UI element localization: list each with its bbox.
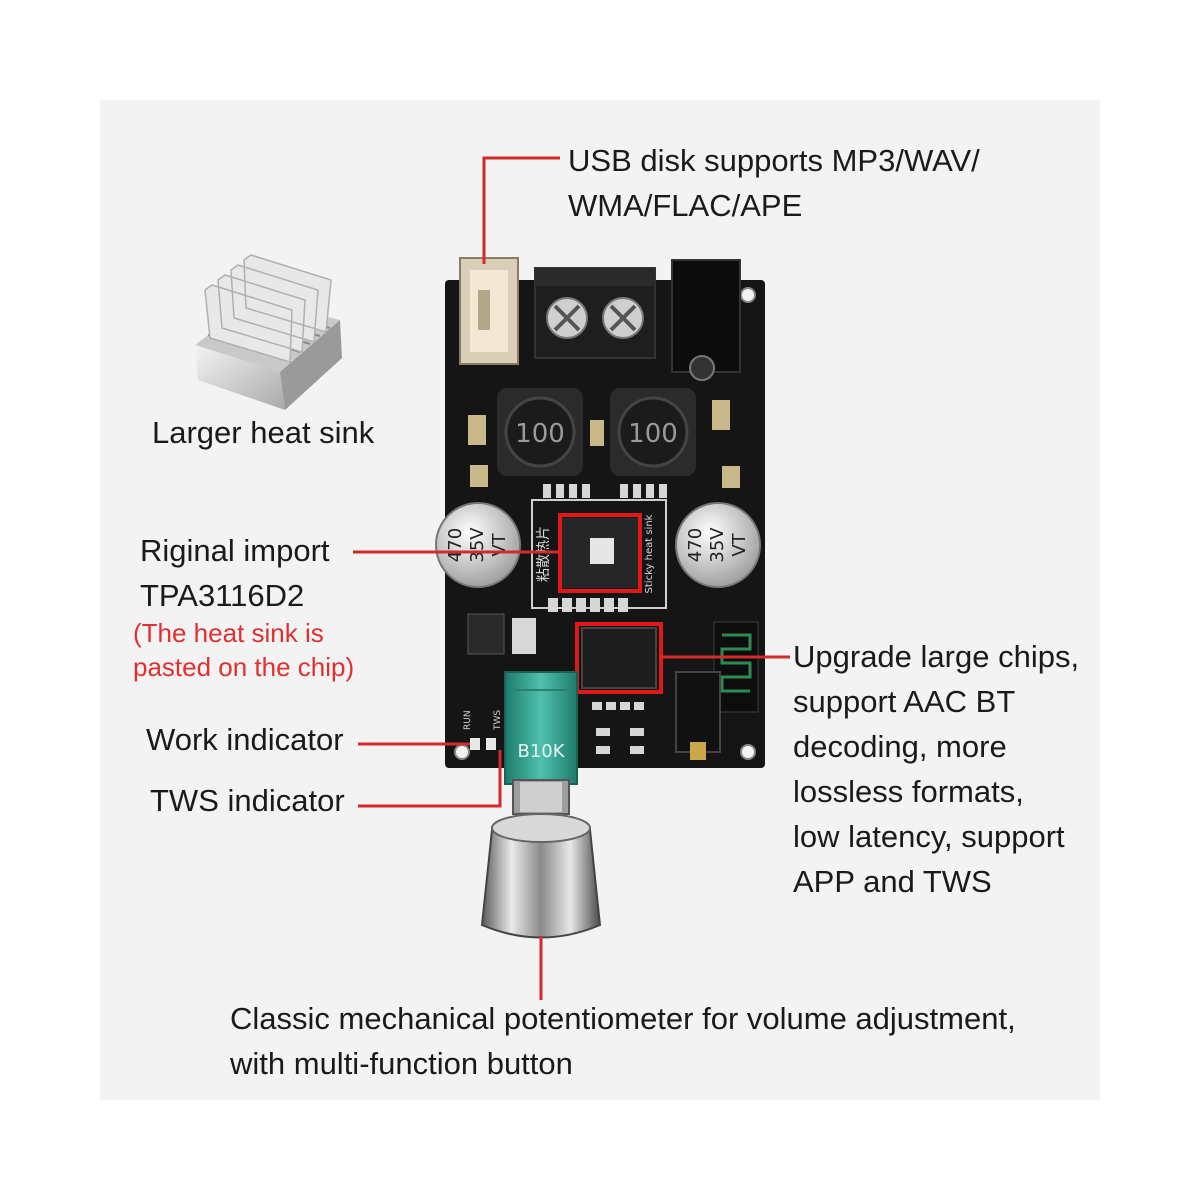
callout-lines	[353, 156, 790, 1000]
amplifier-board: 100 100 470 35V VT	[435, 257, 765, 768]
tws-led	[486, 738, 496, 750]
inductor-left: 100	[497, 388, 583, 476]
usb-port	[459, 257, 519, 365]
svg-text:470: 470	[445, 528, 466, 562]
svg-text:粘散热片: 粘散热片	[536, 526, 552, 582]
potentiometer: B10K	[504, 671, 578, 815]
svg-text:RUN: RUN	[463, 710, 473, 730]
svg-text:VT: VT	[729, 532, 750, 556]
svg-text:100: 100	[515, 419, 565, 449]
volume-knob	[480, 813, 602, 939]
inductor-right: 100	[610, 388, 696, 476]
callout-usb: USB disk supports MP3/WAV/ WMA/FLAC/APE	[568, 143, 980, 223]
callout-potentiometer: Classic mechanical potentiometer for vol…	[230, 1001, 1016, 1081]
speaker-terminal	[534, 267, 656, 359]
capacitor-right: 470 35V VT	[675, 502, 761, 588]
svg-text:470: 470	[685, 528, 706, 562]
callout-chip-note: (The heat sink is pasted on the chip)	[133, 618, 355, 682]
bluetooth-chip	[575, 622, 663, 694]
dc-power-jack	[671, 259, 741, 381]
callout-heat-sink: Larger heat sink	[152, 415, 375, 450]
capacitor-left: 470 35V VT	[435, 502, 521, 588]
svg-text:Sticky heat sink: Sticky heat sink	[644, 514, 655, 593]
svg-text:100: 100	[628, 419, 678, 449]
svg-text:35V: 35V	[707, 527, 728, 563]
heat-sink-image	[195, 254, 342, 410]
callout-tws-indicator: TWS indicator	[150, 783, 345, 818]
svg-text:35V: 35V	[467, 527, 488, 563]
svg-text:B10K: B10K	[517, 741, 565, 762]
callout-chip-title: Riginal import TPA3116D2	[140, 533, 330, 613]
work-led	[470, 738, 480, 750]
callout-bt-chip: Upgrade large chips, support AAC BT deco…	[793, 639, 1080, 899]
callout-work-indicator: Work indicator	[146, 722, 344, 757]
svg-text:TWS: TWS	[493, 710, 503, 731]
